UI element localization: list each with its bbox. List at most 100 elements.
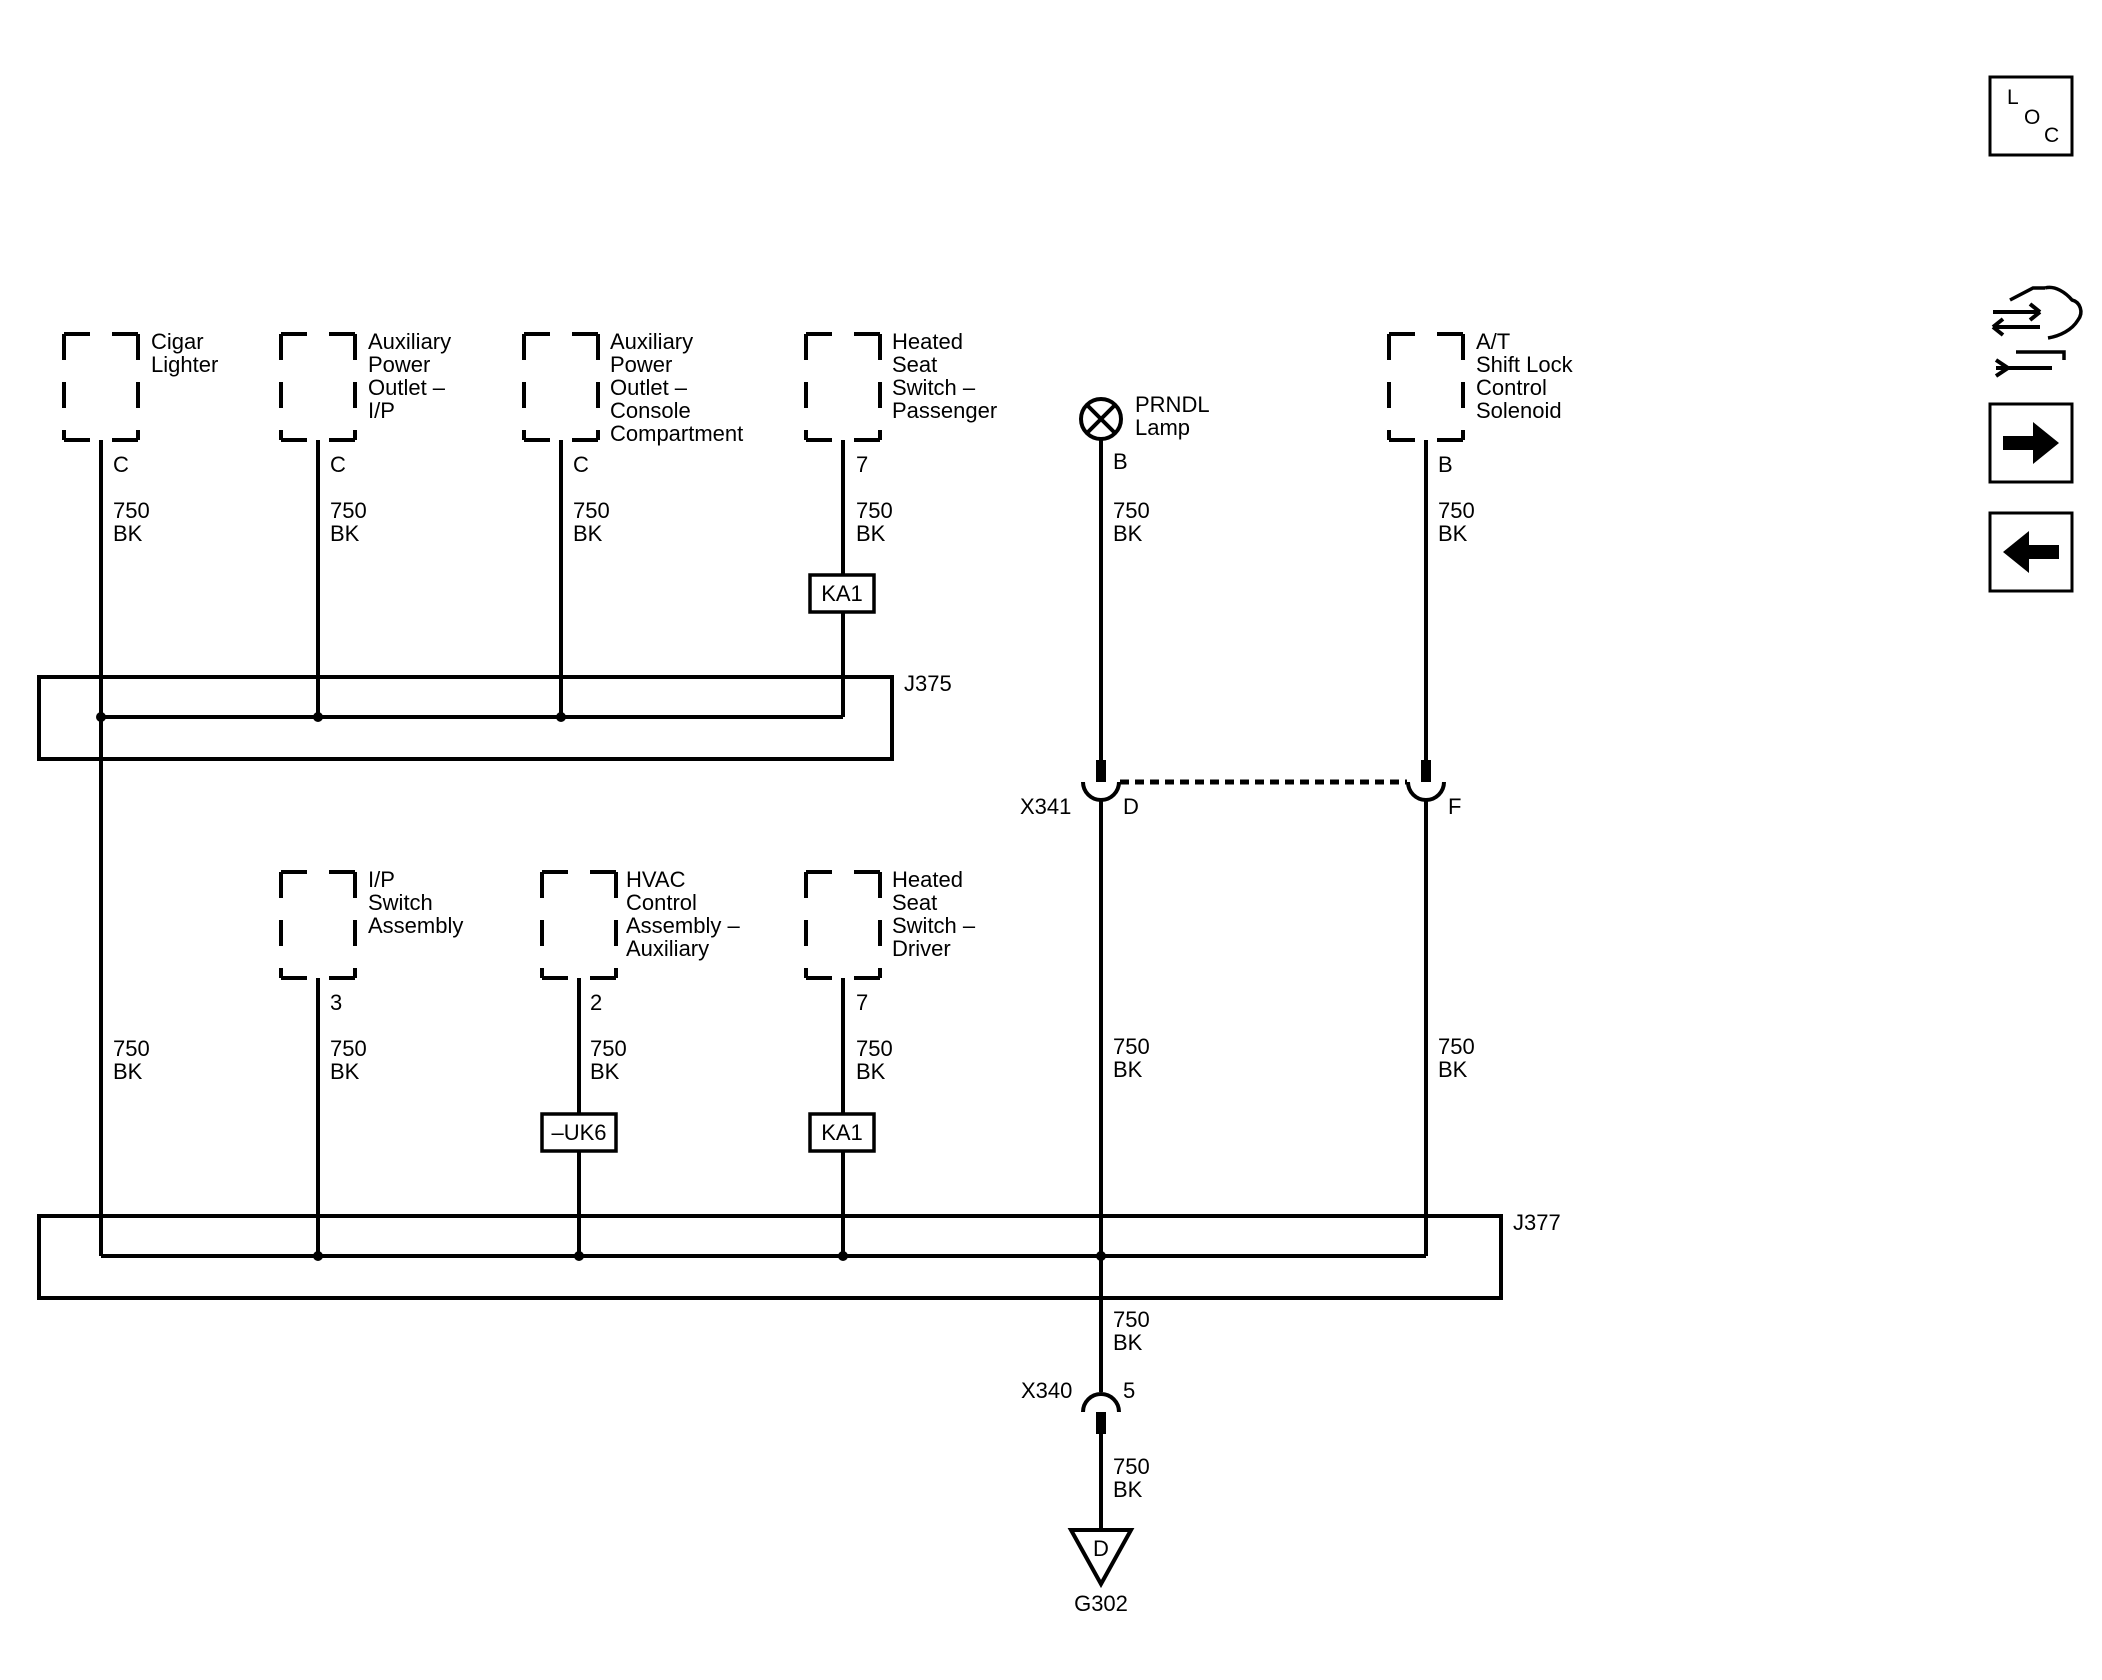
heated-seat-pass-label-3: Switch – <box>892 375 976 400</box>
wire-gauge: 750 <box>1113 1034 1150 1059</box>
aux-outlet-console-label-5: Compartment <box>610 421 743 446</box>
pin-heated-seat-pass: 7 <box>856 452 868 477</box>
wire-color: BK <box>113 1059 143 1084</box>
wire-color: BK <box>573 521 603 546</box>
wire-color: BK <box>1438 521 1468 546</box>
aux-outlet-console-label-3: Outlet – <box>610 375 688 400</box>
ground-g302: D G302 <box>1067 1528 1135 1616</box>
pin-heated-seat-driver: 7 <box>856 990 868 1015</box>
wire-gauge: 750 <box>113 498 150 523</box>
ground-letter: D <box>1093 1536 1109 1561</box>
aux-outlet-ip-label-4: I/P <box>368 398 395 423</box>
schematic-symbol-icon[interactable] <box>1991 285 2083 378</box>
component-cigar-lighter: Cigar Lighter <box>62 329 218 442</box>
wire-gauge: 750 <box>573 498 610 523</box>
ground-icon <box>1067 1528 1135 1589</box>
heated-seat-pass-label-1: Heated <box>892 329 963 354</box>
prndl-label-2: Lamp <box>1135 415 1190 440</box>
pin-prndl-lamp: B <box>1113 449 1128 474</box>
component-at-shift-lock-solenoid: A/T Shift Lock Control Solenoid <box>1387 329 1574 442</box>
heated-seat-driver-label-3: Switch – <box>892 913 976 938</box>
component-hvac-control-assembly: HVAC Control Assembly – Auxiliary <box>540 867 740 980</box>
at-shift-lock-label-1: A/T <box>1476 329 1510 354</box>
loc-button[interactable]: L O C <box>1988 75 2074 157</box>
splice-label-j377: J377 <box>1513 1210 1561 1235</box>
wire-color: BK <box>330 521 360 546</box>
connector-x341: X341 D F <box>1020 760 1461 819</box>
pin-x340: 5 <box>1123 1378 1135 1403</box>
component-heated-seat-switch-passenger: Heated Seat Switch – Passenger <box>804 329 997 442</box>
aux-outlet-console-label-1: Auxiliary <box>610 329 693 354</box>
aux-outlet-console-label-2: Power <box>610 352 672 377</box>
cigar-lighter-label-1: Cigar <box>151 329 204 354</box>
wire-gauge: 750 <box>856 1036 893 1061</box>
aux-outlet-ip-label-2: Power <box>368 352 430 377</box>
hvac-label-2: Control <box>626 890 697 915</box>
ip-switch-label-2: Switch <box>368 890 433 915</box>
wire-gauge: 750 <box>330 498 367 523</box>
component-aux-power-outlet-ip: Auxiliary Power Outlet – I/P <box>279 329 451 442</box>
wire-gauge: 750 <box>113 1036 150 1061</box>
wire-gauge: 750 <box>590 1036 627 1061</box>
option-uk6: –UK6 <box>540 1112 618 1153</box>
at-shift-lock-label-3: Control <box>1476 375 1547 400</box>
at-shift-lock-label-2: Shift Lock <box>1476 352 1574 377</box>
connector-x340: X340 5 <box>1021 1378 1135 1530</box>
next-page-button[interactable] <box>1988 402 2074 484</box>
ip-switch-label-3: Assembly <box>368 913 463 938</box>
aux-outlet-console-label-4: Console <box>610 398 691 423</box>
loc-letter-c: C <box>2044 124 2059 147</box>
pin-hvac-control: 2 <box>590 990 602 1015</box>
pin-x341-d: D <box>1123 794 1139 819</box>
splice-label-j375: J375 <box>904 671 952 696</box>
at-shift-lock-label-4: Solenoid <box>1476 398 1562 423</box>
pin-x341-f: F <box>1448 794 1461 819</box>
aux-outlet-ip-label-1: Auxiliary <box>368 329 451 354</box>
option-ka1-top-label: KA1 <box>821 581 863 606</box>
wire-gauge: 750 <box>1113 498 1150 523</box>
wire-color: BK <box>1438 1057 1468 1082</box>
wire-gauge: 750 <box>1438 1034 1475 1059</box>
pin-at-shift-lock: B <box>1438 452 1453 477</box>
hvac-label-1: HVAC <box>626 867 686 892</box>
ground-label: G302 <box>1074 1591 1128 1616</box>
heated-seat-pass-label-4: Passenger <box>892 398 997 423</box>
wire-gauge: 750 <box>330 1036 367 1061</box>
wire-gauge: 750 <box>1113 1454 1150 1479</box>
heated-seat-driver-label-2: Seat <box>892 890 937 915</box>
option-ka1-top: KA1 <box>808 573 876 614</box>
wire-gauge: 750 <box>1438 498 1475 523</box>
loc-letter-l: L <box>2007 86 2019 109</box>
heated-seat-driver-label-4: Driver <box>892 936 951 961</box>
prndl-label-1: PRNDL <box>1135 392 1210 417</box>
wire-color: BK <box>856 521 886 546</box>
wire-gauge: 750 <box>856 498 893 523</box>
component-prndl-lamp: PRNDL Lamp <box>1079 392 1210 441</box>
splice-dots-j377 <box>313 1251 1106 1261</box>
heated-seat-pass-label-2: Seat <box>892 352 937 377</box>
wire-color: BK <box>1113 1477 1143 1502</box>
hvac-label-3: Assembly – <box>626 913 740 938</box>
option-uk6-label: –UK6 <box>551 1120 606 1145</box>
previous-page-button[interactable] <box>1988 511 2074 593</box>
pin-aux-outlet-console: C <box>573 452 589 477</box>
wire-color: BK <box>856 1059 886 1084</box>
wire-gauge: 750 <box>1113 1307 1150 1332</box>
connector-label-x340: X340 <box>1021 1378 1072 1403</box>
pin-ip-switch: 3 <box>330 990 342 1015</box>
component-heated-seat-switch-driver: Heated Seat Switch – Driver <box>804 867 976 980</box>
arrow-right-icon <box>2003 422 2059 464</box>
loc-letter-o: O <box>2024 106 2040 129</box>
wire-color: BK <box>1113 521 1143 546</box>
wire-labels-top: 750 BK 750 BK 750 BK 750 BK 750 BK 750 B… <box>113 498 1475 546</box>
splice-pack-j377 <box>37 1214 1503 1300</box>
wire-labels-middle: 750 BK 750 BK 750 BK 750 BK 750 BK 750 B… <box>113 1034 1475 1084</box>
option-ka1-bottom: KA1 <box>808 1112 876 1153</box>
wires-top <box>99 439 1428 1256</box>
arrow-left-icon <box>2003 531 2059 573</box>
component-ip-switch-assembly: I/P Switch Assembly <box>279 867 463 980</box>
option-ka1-bottom-label: KA1 <box>821 1120 863 1145</box>
wire-color: BK <box>1113 1330 1143 1355</box>
hvac-label-4: Auxiliary <box>626 936 709 961</box>
